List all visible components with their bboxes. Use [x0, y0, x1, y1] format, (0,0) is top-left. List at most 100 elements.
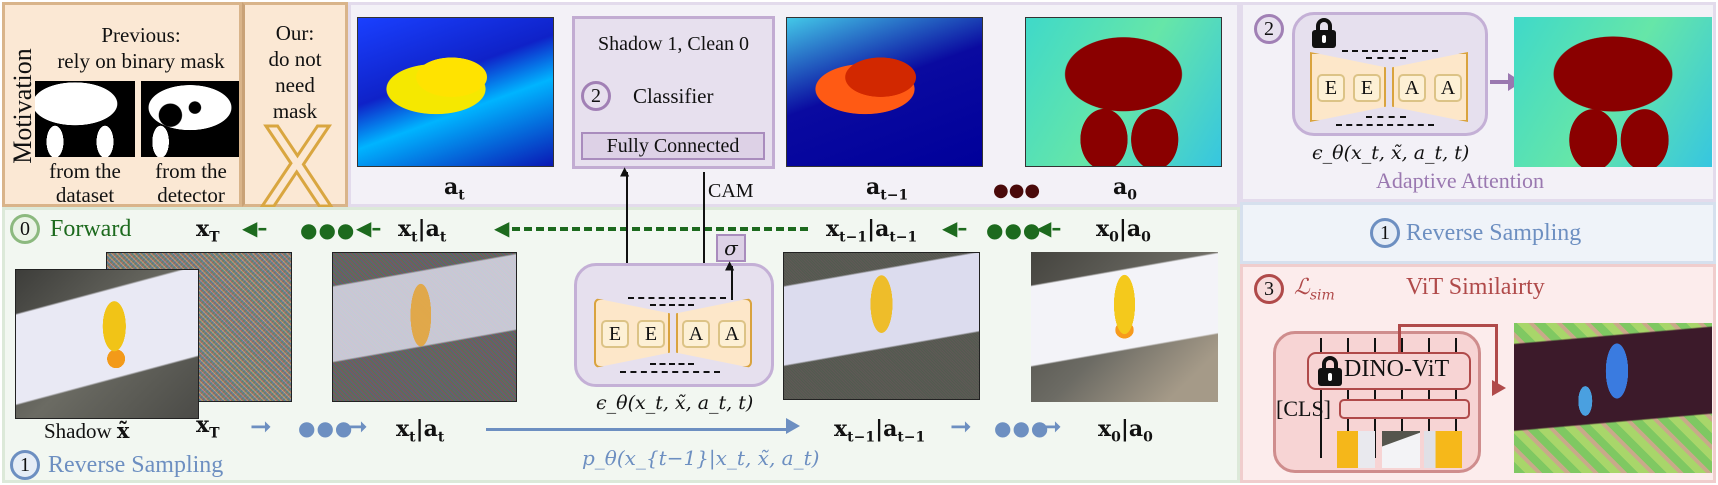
skip-connection-bottom	[1336, 124, 1434, 126]
arrow-up-icon: ▲	[620, 164, 630, 178]
reverse-arrow-icon: ➞	[1040, 412, 1062, 442]
our-line-3: need	[275, 73, 315, 97]
patch-image-1	[1337, 431, 1375, 468]
unet-formula: ϵ_θ(x_t, x̃, a_t, t)	[596, 392, 754, 414]
cls-token-label: [CLS]	[1276, 396, 1331, 421]
loss-sim-label: ℒsim	[1294, 274, 1335, 304]
reverse-sampling-label: Reverse Sampling	[48, 451, 224, 478]
noisy-image-x-t-1	[783, 252, 980, 400]
step-3-badge: 3	[1254, 274, 1284, 304]
lock-icon	[1318, 356, 1342, 386]
arrow-right-icon	[1492, 380, 1506, 396]
forward-arrow-icon: ◀–	[356, 216, 382, 240]
skip-connection-inner-bottom	[650, 363, 694, 365]
label-a-t-1: at−1	[866, 174, 909, 204]
forward-arrow-icon: ◀–	[1036, 216, 1062, 240]
classifier-input-line	[626, 172, 628, 307]
classifier-label-top: Shadow 1, Clean 0	[597, 33, 750, 55]
cam-label: CAM	[708, 180, 754, 202]
skip-connection-top	[628, 297, 726, 299]
reverse-arrow-icon: ➞	[346, 412, 368, 442]
classifier-box: Shadow 1, Clean 0 2 Classifier Fully Con…	[572, 16, 775, 169]
previous-title: Previous:	[101, 23, 181, 47]
clean-image-x-0	[1031, 252, 1218, 402]
dino-vit-label: DINO-ViT	[1344, 356, 1450, 382]
mask1-caption-1: from the	[49, 159, 121, 183]
our-line-2: do not	[268, 47, 322, 71]
vit-output-line-horizontal	[1398, 324, 1496, 327]
adaptive-attention-title: Adaptive Attention	[1376, 168, 1545, 193]
reverse-sampling-legend-panel	[1240, 202, 1716, 264]
arrow-right-line	[1490, 80, 1512, 84]
ellipsis-dots-icon: ●●●	[993, 180, 1041, 201]
our-line-4: mask	[272, 99, 318, 123]
noisy-image-x-t	[332, 252, 517, 402]
encoder-block-2: E	[1353, 74, 1381, 102]
arrow-up-icon: ▲	[725, 258, 735, 272]
step-0-badge: 0	[10, 214, 40, 244]
forward-node-x-t: xt|at	[398, 216, 447, 246]
shadow-label: Shadow x̃	[44, 418, 130, 443]
mask-from-dataset	[35, 81, 135, 157]
motivation-panel: Motivation Previous: rely on binary mask…	[2, 2, 242, 207]
forward-node-x-0: x0|a0	[1096, 216, 1151, 246]
decoder-block-1: A	[1398, 74, 1426, 102]
reverse-arrow-icon: ➞	[250, 412, 272, 442]
step-2-badge: 2	[1254, 14, 1284, 44]
reverse-node-x-t-1: xt−1|at−1	[834, 416, 926, 446]
reverse-dots-icon: ●●●	[298, 416, 354, 440]
attention-map-a-0	[1025, 17, 1222, 167]
forward-arrow-icon: ◀–	[242, 216, 268, 240]
forward-label: Forward	[50, 215, 132, 242]
label-a-t: at	[444, 174, 465, 204]
motivation-label: Motivation	[8, 48, 37, 164]
attention-map-a-t-1	[786, 17, 983, 167]
step-2-badge: 2	[581, 81, 611, 111]
fully-connected-layer: Fully Connected	[581, 132, 765, 160]
arrow-right-icon	[786, 418, 800, 434]
reverse-arrow-icon: ➞	[950, 412, 972, 442]
mask2-caption-2: detector	[157, 183, 225, 207]
reverse-dots-icon: ●●●	[994, 416, 1050, 440]
previous-subtitle: rely on binary mask	[57, 49, 225, 73]
our-approach-panel: Our: do not need mask X	[242, 2, 348, 225]
vit-similarity-title: ViT Similairty	[1406, 274, 1545, 300]
encoder-block-1: E	[601, 320, 629, 348]
forward-arrow-icon: ◀	[494, 216, 510, 240]
encoder-block-2: E	[637, 320, 665, 348]
reverse-sampling-label: Reverse Sampling	[1406, 219, 1582, 246]
skip-connection-inner	[1366, 57, 1406, 59]
reverse-node-x-T: xT	[196, 412, 220, 442]
forward-dots-icon: ●●●	[300, 218, 356, 242]
adaptive-attention-map	[1514, 17, 1712, 167]
mask1-caption-2: dataset	[55, 183, 115, 207]
classifier-title: Classifier	[633, 83, 714, 108]
patch-image-3	[1424, 431, 1462, 468]
decoder-block-2: A	[718, 320, 746, 348]
vit-similarity-map	[1514, 323, 1712, 473]
forward-node-x-t-1: xt−1|at−1	[826, 216, 918, 246]
cls-token-bar	[1339, 399, 1470, 419]
adaptive-formula: ϵ_θ(x_t, x̃, a_t, t)	[1312, 142, 1470, 164]
reverse-node-x-0: x0|a0	[1098, 416, 1153, 446]
forward-dots-icon: ●●●	[986, 218, 1042, 242]
sigma-line	[731, 266, 733, 300]
skip-connection-top	[1342, 50, 1438, 52]
patch-image-2	[1382, 431, 1420, 468]
step-1-badge: 1	[10, 450, 40, 480]
x-mark-icon: X	[257, 104, 335, 232]
sigma-box: σ	[716, 234, 746, 262]
mask-from-detector	[141, 81, 239, 157]
decoder-block-2: A	[1434, 74, 1462, 102]
transition-formula: p_θ(x_{t−1}|x_t, x̃, a_t)	[582, 446, 820, 470]
skip-connection-bottom	[620, 371, 720, 373]
mask2-caption-1: from the	[155, 159, 227, 183]
encoder-block-1: E	[1317, 74, 1345, 102]
attention-map-a-t	[357, 17, 554, 167]
decoder-block-1: A	[682, 320, 710, 348]
vit-output-line-vertical	[1398, 324, 1401, 352]
forward-arrow-icon: ◀–	[942, 216, 968, 240]
step-1-badge: 1	[1370, 218, 1400, 248]
reverse-long-line	[486, 428, 790, 431]
forward-dashed-line	[512, 227, 808, 231]
